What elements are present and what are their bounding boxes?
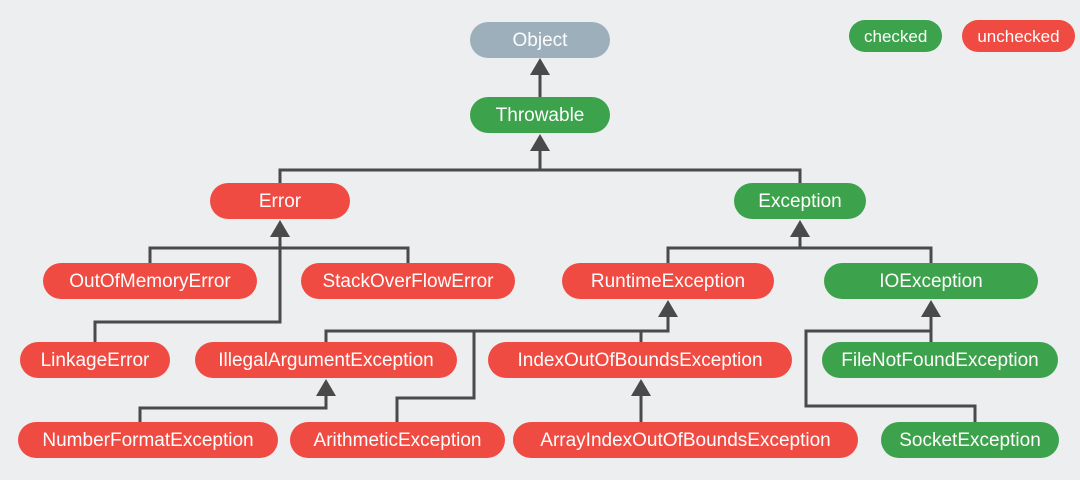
arrowhead-up-icon-into-ioexception: [921, 300, 941, 317]
node-illegalargumentexception: IllegalArgumentException: [195, 342, 457, 378]
arrowhead-up-icon-into-runtimeexception: [658, 300, 678, 317]
arrowhead-up-icon-into-exception: [790, 220, 810, 237]
node-outofmemoryerror: OutOfMemoryError: [43, 263, 257, 299]
node-runtimeexception: RuntimeException: [562, 263, 774, 299]
node-filenotfoundexception: FileNotFoundException: [822, 342, 1058, 378]
arrowhead-up-icon-into-object: [530, 58, 550, 75]
node-linkageerror: LinkageError: [20, 342, 170, 378]
node-error: Error: [210, 183, 350, 219]
legend-checked-pill: checked: [849, 20, 943, 52]
edge-error-children-rail: [148, 246, 410, 263]
node-numberformatexception: NumberFormatException: [18, 422, 278, 458]
node-socketexception: SocketException: [881, 422, 1059, 458]
node-stackoverflowerror: StackOverFlowError: [301, 263, 515, 299]
node-object: Object: [470, 22, 610, 58]
legend: checked unchecked: [849, 20, 1075, 52]
node-ioexception: IOException: [824, 263, 1038, 299]
edge-throwable-children-rail: [278, 168, 802, 183]
arrowhead-up-icon-into-error: [270, 220, 290, 237]
arrowhead-up-icon-into-illegalargumentexception: [316, 379, 336, 396]
arrowhead-up-icon-into-throwable: [530, 134, 550, 151]
node-arithmeticexception: ArithmeticException: [290, 422, 505, 458]
edge-illegalargument-children-rail: [138, 396, 328, 422]
node-arrayindexoutofboundsexception: ArrayIndexOutOfBoundsException: [513, 422, 858, 458]
node-throwable: Throwable: [470, 97, 610, 133]
node-exception: Exception: [734, 183, 866, 219]
edge-exception-children-rail: [666, 246, 933, 263]
arrowhead-up-icon-into-indexoutofboundsexception: [631, 379, 651, 396]
node-indexoutofboundsexception: IndexOutOfBoundsException: [488, 342, 792, 378]
edge-runtime-children-rail: [324, 317, 670, 342]
legend-unchecked-pill: unchecked: [962, 20, 1075, 52]
